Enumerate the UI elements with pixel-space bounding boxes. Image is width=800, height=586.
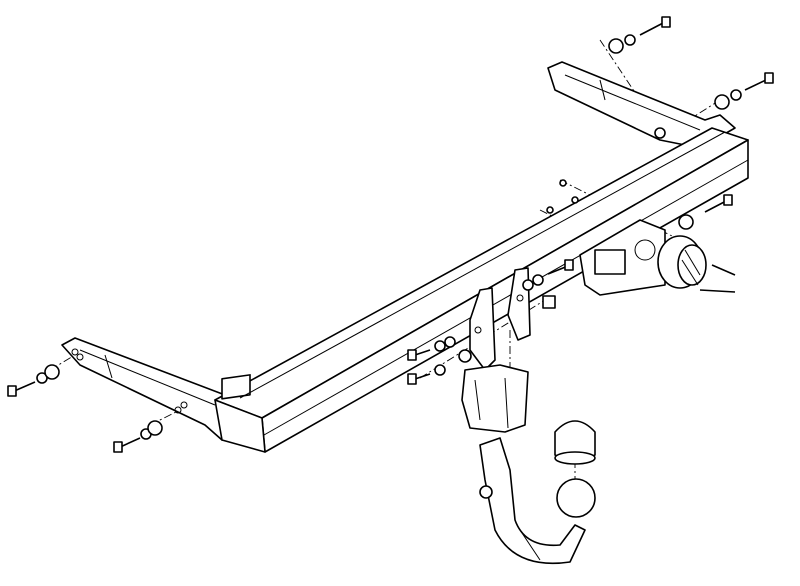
bolt-left-upper	[7, 364, 60, 397]
electrical-socket	[657, 235, 707, 289]
left-bracket-arm	[61, 337, 236, 441]
screws-socket	[699, 264, 736, 293]
right-bracket-arm	[547, 61, 736, 149]
bolt-right-top	[608, 16, 671, 54]
bolt-socket-plate	[678, 194, 733, 230]
socket-bracket	[579, 219, 666, 296]
bolt-center-upper	[407, 336, 472, 363]
main-cross-beam	[214, 127, 749, 453]
bolt-left-lower	[113, 420, 163, 453]
fasteners	[7, 16, 774, 453]
tow-ball-neck	[479, 437, 596, 565]
bolt-center-lower	[407, 364, 446, 385]
ball-cover-cap	[554, 420, 596, 465]
bolt-right-side	[714, 72, 774, 110]
bolt-center-right	[522, 259, 574, 309]
